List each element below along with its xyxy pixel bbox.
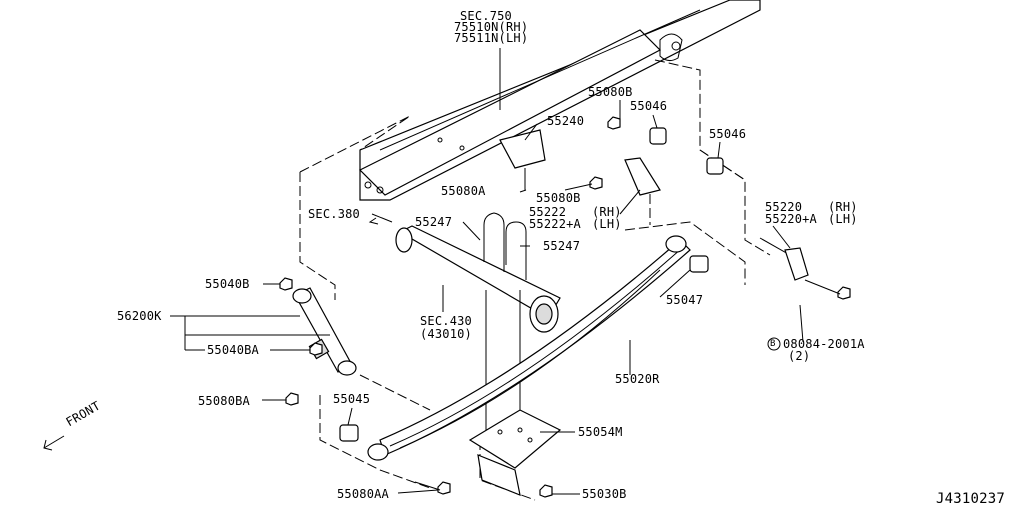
frame-rail	[358, 0, 761, 201]
label-55240: 55240	[547, 114, 585, 128]
brackets	[499, 129, 809, 281]
u-bolts	[483, 212, 527, 440]
sec380-arrow-icon	[368, 217, 379, 225]
diagram-id: J4310237	[936, 491, 1006, 507]
label-lh-1: (LH)	[592, 217, 622, 231]
label-55222: 55222	[529, 205, 567, 219]
label-lh-2: (LH)	[828, 212, 858, 226]
leader-lines	[170, 48, 804, 495]
leaf-spring	[367, 235, 691, 461]
label-55247-b: 55247	[543, 239, 581, 253]
label-75510n-rh: 75510N(RH)	[454, 20, 529, 34]
label-sec-430: SEC.430	[420, 314, 472, 328]
label-55045: 55045	[333, 392, 371, 406]
label-75511n-lh: 75511N(LH)	[454, 31, 529, 45]
label-rh-1: (RH)	[592, 205, 622, 219]
circled-b-icon	[767, 337, 781, 351]
label-55047: 55047	[666, 293, 704, 307]
label-sec-380: SEC.380	[308, 207, 360, 221]
label-sec-750: SEC.750	[460, 9, 512, 23]
bushings-and-nuts	[279, 116, 851, 498]
label-55046-b: 55046	[709, 127, 747, 141]
label-55054m: 55054M	[578, 425, 623, 439]
label-55222a: 55222+A	[529, 217, 581, 231]
label-55046-a: 55046	[630, 99, 668, 113]
label-55080b-mid: 55080B	[536, 191, 581, 205]
label-bolt-08084-2001a: 08084-2001A	[783, 337, 865, 351]
label-55220a: 55220+A	[765, 212, 817, 226]
label-55080b-top: 55080B	[588, 85, 633, 99]
label-56200k: 56200K	[117, 309, 162, 323]
label-55040b: 55040B	[205, 277, 250, 291]
label-55220: 55220	[765, 200, 803, 214]
label-55040ba: 55040BA	[207, 343, 259, 357]
shock-absorber	[292, 287, 357, 376]
label-55247-a: 55247	[415, 215, 453, 229]
label-55080aa: 55080AA	[337, 487, 389, 501]
label-55080ba: 55080BA	[198, 394, 250, 408]
label-rh-2: (RH)	[828, 200, 858, 214]
spring-seat	[468, 409, 562, 496]
label-bolt-qty: (2)	[788, 349, 811, 363]
label-55080a: 55080A	[441, 184, 486, 198]
front-arrow-icon	[43, 435, 65, 451]
label-43010: (43010)	[420, 327, 472, 341]
label-55020r: 55020R	[615, 372, 660, 386]
label-bolt-prefix: B	[770, 339, 776, 349]
label-55030b: 55030B	[582, 487, 627, 501]
